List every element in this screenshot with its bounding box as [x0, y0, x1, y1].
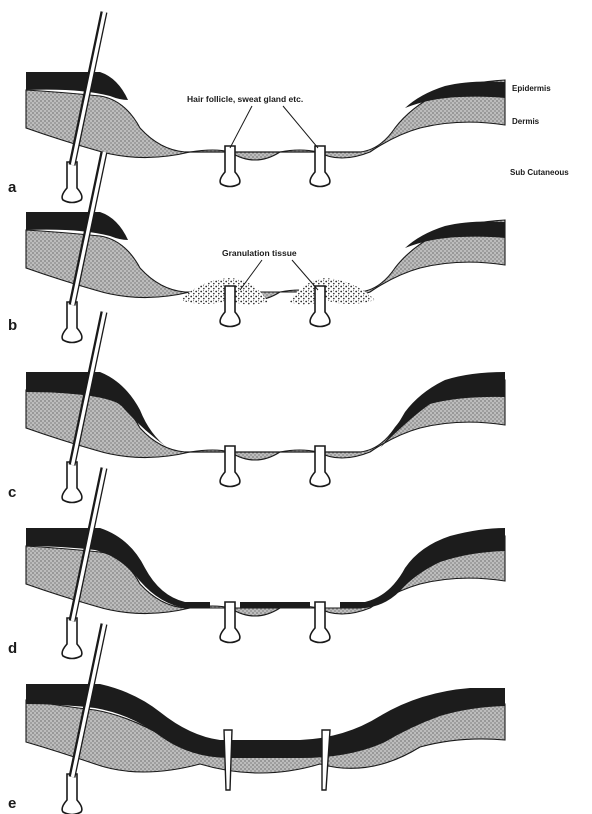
epidermis-label: Epidermis: [512, 84, 551, 93]
granulation-right: [290, 278, 375, 305]
granulation-left: [180, 278, 268, 305]
hair-follicle-left: [62, 462, 82, 503]
panel-d: [26, 468, 505, 659]
panel-letter-e: e: [8, 795, 16, 812]
follicle-left: [224, 730, 232, 790]
panel-letter-a: a: [8, 179, 17, 196]
dermis-label: Dermis: [512, 117, 540, 126]
hair-follicle-left: [62, 302, 82, 343]
hair-follicle-left: [62, 774, 82, 814]
appendages-pointer-left: [230, 106, 252, 148]
panel-c: [26, 312, 505, 503]
panel-letter-b: b: [8, 317, 17, 334]
panel-e: [26, 624, 505, 814]
subcutaneous-label: Sub Cutaneous: [510, 168, 569, 177]
hair-follicle-left: [62, 618, 82, 659]
appendages-pointer-right: [283, 106, 318, 148]
hair-follicle-left: [62, 162, 82, 203]
panel-letter-c: c: [8, 484, 16, 501]
panel-letter-d: d: [8, 640, 17, 657]
granulation-annotation: Granulation tissue: [222, 248, 297, 258]
appendages-annotation: Hair follicle, sweat gland etc.: [187, 94, 303, 104]
